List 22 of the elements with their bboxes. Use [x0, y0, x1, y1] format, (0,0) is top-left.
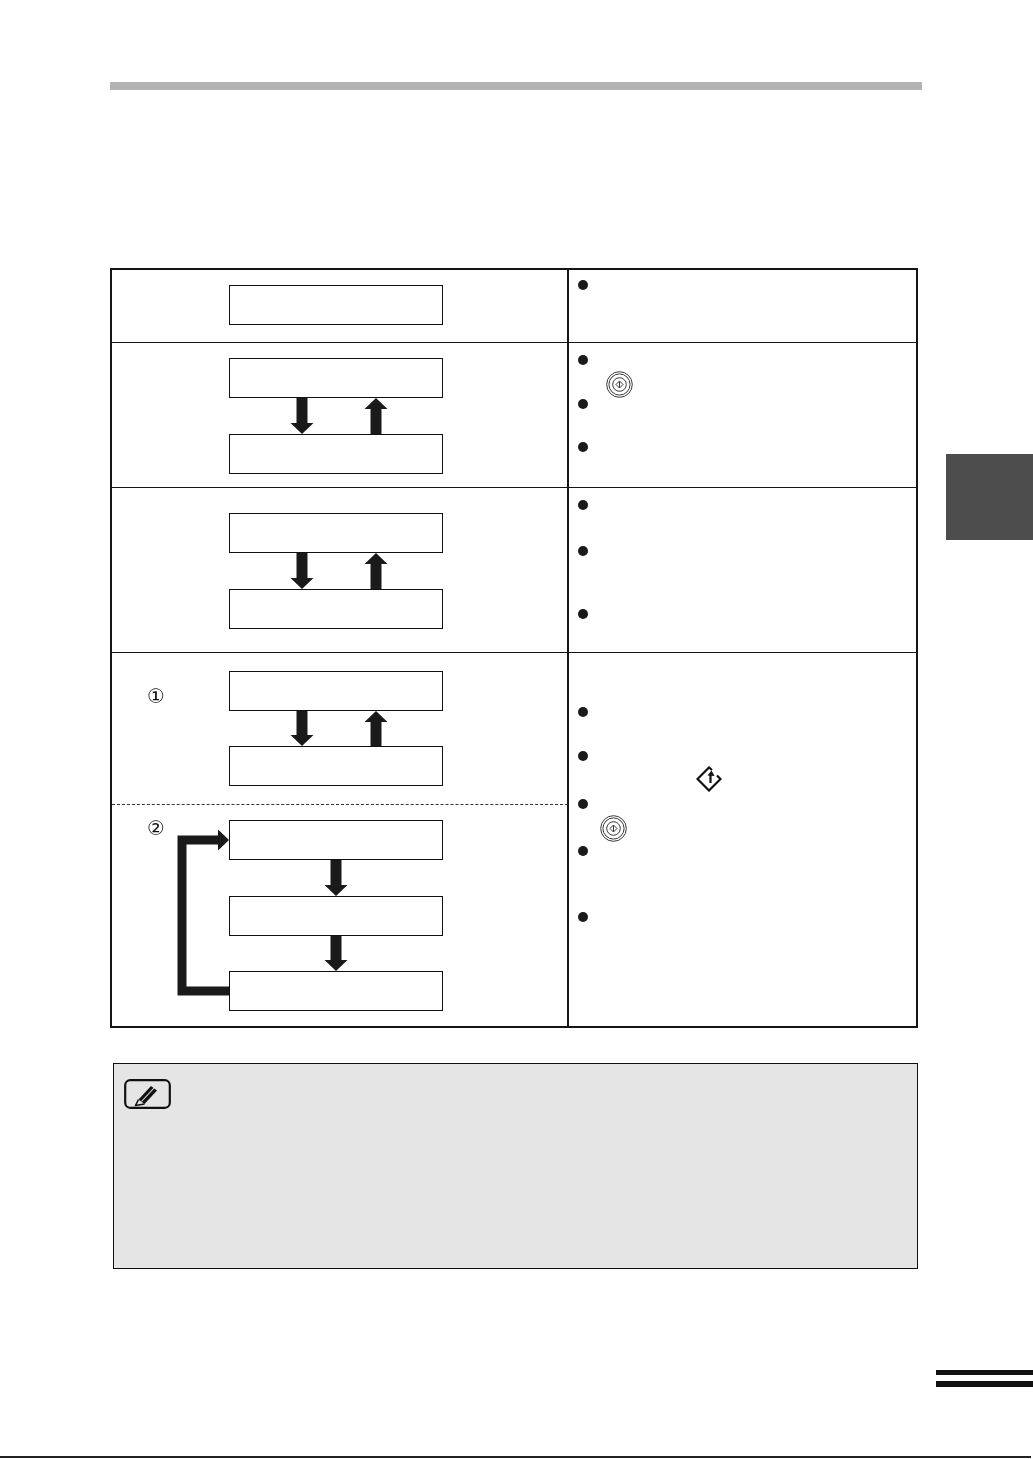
loop-arrow	[177, 829, 229, 996]
step-box	[229, 285, 443, 325]
step-box	[229, 820, 443, 860]
arrow	[324, 936, 348, 971]
step-box	[229, 358, 443, 398]
step-box	[229, 671, 443, 711]
arrow	[290, 398, 314, 434]
arrow	[364, 553, 388, 589]
arrow	[290, 711, 314, 746]
step-box	[229, 746, 443, 786]
step-number: ②	[146, 816, 166, 840]
step-number: ①	[146, 684, 166, 708]
arrow	[364, 398, 388, 434]
arrow	[290, 553, 314, 589]
step-box	[229, 513, 443, 553]
step-box	[229, 896, 443, 936]
step-box	[229, 589, 443, 629]
arrow	[324, 860, 348, 896]
arrow	[364, 711, 388, 746]
chapter-tab	[946, 454, 1033, 540]
step-box	[229, 434, 443, 474]
step-box	[229, 971, 443, 1011]
